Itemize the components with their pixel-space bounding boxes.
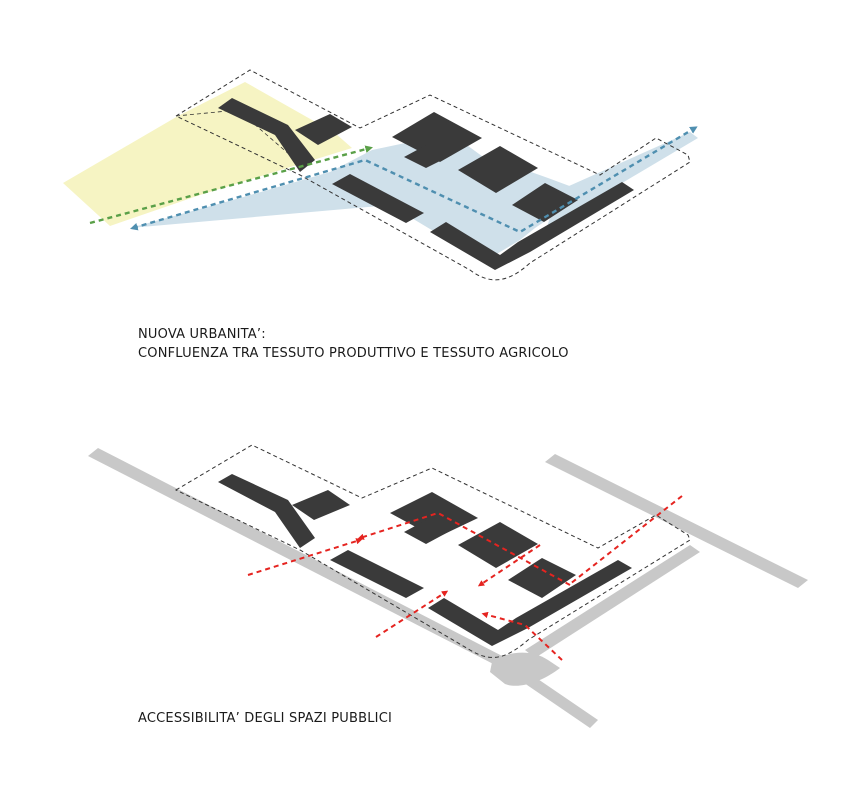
- building: [330, 550, 424, 598]
- access-arrow: [247, 538, 363, 576]
- building: [430, 182, 634, 270]
- bottom-diagram: [88, 444, 808, 728]
- building: [508, 558, 576, 598]
- productive-link-arrow: [130, 126, 698, 234]
- caption-subtitle: CONFLUENZA TRA TESSUTO PRODUTTIVO E TESS…: [138, 346, 569, 361]
- road-junction: [490, 652, 560, 686]
- building: [218, 474, 315, 548]
- top-diagram: [63, 69, 698, 281]
- building: [404, 518, 452, 544]
- access-arrow: [569, 495, 683, 585]
- caption-title: NUOVA URBANITA’:: [138, 327, 266, 342]
- bottom-diagram-caption: ACCESSIBILITA’ DEGLI SPAZI PUBBLICI: [138, 709, 392, 728]
- building: [428, 560, 632, 646]
- access-arrow: [477, 544, 541, 587]
- road-north: [545, 454, 808, 588]
- top-diagram-caption: NUOVA URBANITA’: CONFLUENZA TRA TESSUTO …: [138, 325, 569, 363]
- site-boundary-bottom: [174, 444, 691, 658]
- building: [292, 490, 350, 520]
- caption-title: ACCESSIBILITA’ DEGLI SPAZI PUBBLICI: [138, 711, 392, 726]
- road-main: [88, 448, 598, 728]
- road-cross: [525, 545, 700, 658]
- access-arrow: [375, 590, 449, 638]
